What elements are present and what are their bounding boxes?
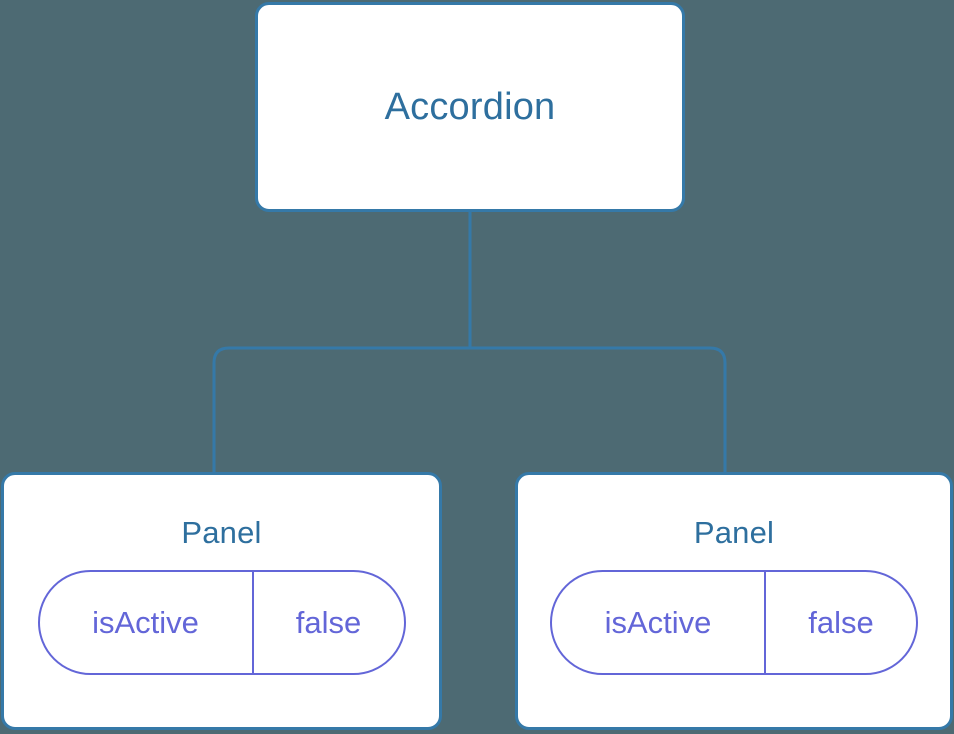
connector-bus <box>212 346 727 472</box>
node-panel-1[interactable]: Panel isActive false <box>1 472 442 730</box>
prop-value: false <box>251 572 404 673</box>
prop-pill-isactive[interactable]: isActive false <box>37 570 406 675</box>
node-title: Panel <box>181 515 262 550</box>
node-accordion[interactable]: Accordion <box>255 2 685 212</box>
prop-key: isActive <box>92 605 199 640</box>
prop-key: isActive <box>604 605 712 640</box>
prop-value: false <box>764 572 916 673</box>
prop-pill-isactive[interactable]: isActive false <box>550 570 918 675</box>
node-title: Panel <box>693 515 775 550</box>
node-panel-2[interactable]: Panel isActive false <box>515 472 953 730</box>
node-title: Accordion <box>384 86 556 128</box>
